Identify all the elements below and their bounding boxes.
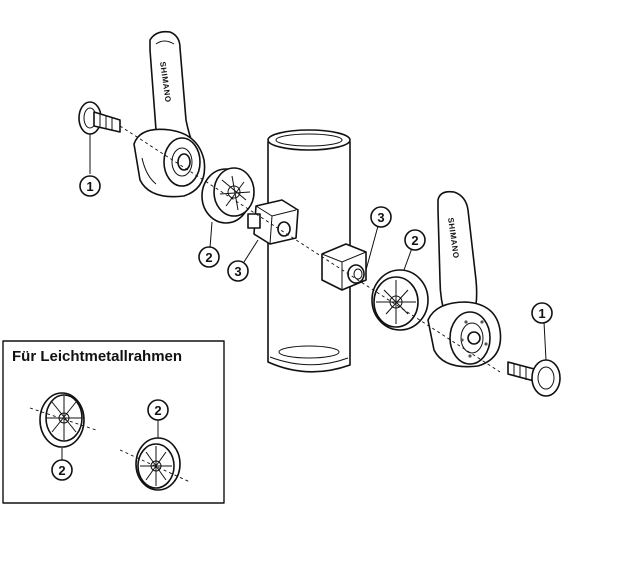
svg-text:1: 1: [538, 306, 545, 321]
inset-title: Für Leichtmetallrahmen: [12, 348, 182, 365]
washer-right: [371, 269, 429, 331]
shift-lever-left: SHIMANO: [133, 30, 206, 198]
inset-washer-right: [135, 437, 181, 491]
callout-boss-left: 3: [227, 260, 249, 282]
callout-washer-left: 2: [198, 246, 220, 268]
washer-left: [201, 167, 255, 224]
svg-text:2: 2: [205, 250, 212, 265]
svg-text:2: 2: [411, 233, 418, 248]
svg-text:3: 3: [377, 210, 384, 225]
boss-left: [247, 199, 299, 245]
boss-right: [321, 243, 367, 291]
callout-inset-washer-right: 2: [147, 399, 169, 421]
bolt-left: [78, 101, 121, 135]
callout-bolt-left: 1: [79, 175, 101, 197]
frame-tube: [267, 129, 351, 373]
svg-text:2: 2: [58, 463, 65, 478]
svg-text:3: 3: [234, 264, 241, 279]
shift-lever-right: SHIMANO: [427, 190, 502, 368]
callout-boss-right: 3: [370, 206, 392, 228]
callout-washer-right: 2: [404, 229, 426, 251]
callout-bolt-right: 1: [531, 302, 553, 324]
callout-leaders: [89, 134, 547, 361]
bolt-right: [507, 359, 561, 397]
svg-text:2: 2: [154, 403, 161, 418]
callout-inset-washer-left: 2: [51, 459, 73, 481]
inset-light-alloy-frame: Für Leichtmetallrahmen 2 2: [2, 340, 225, 504]
inset-washer-left: [39, 392, 85, 448]
svg-text:1: 1: [86, 179, 93, 194]
